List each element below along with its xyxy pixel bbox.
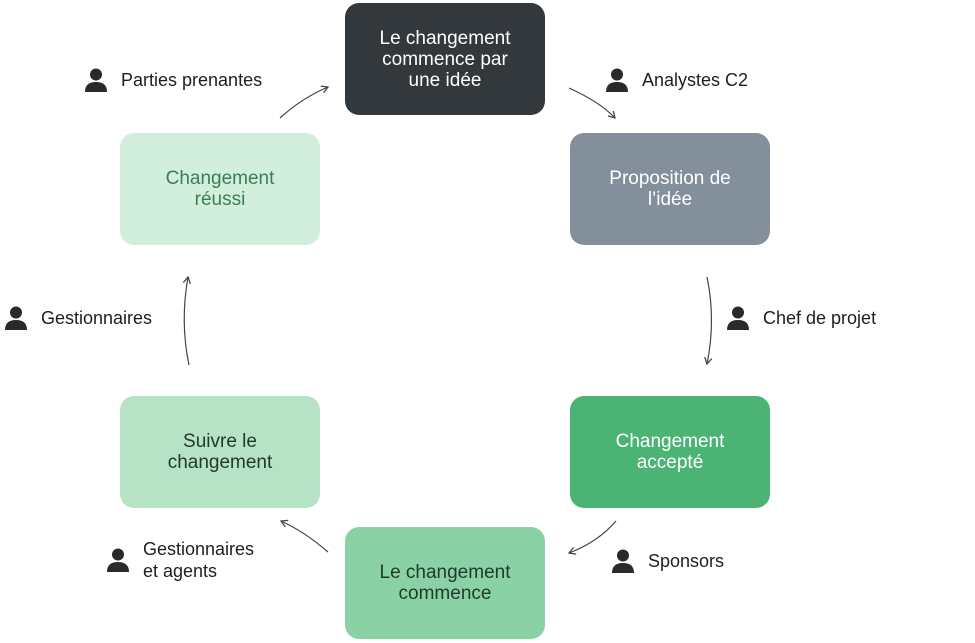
role-managers-label: Gestionnaires bbox=[41, 308, 153, 328]
person-icon bbox=[85, 68, 107, 92]
node-proposal-line-1: Proposition de bbox=[609, 168, 731, 189]
node-idea-line-3: une idée bbox=[408, 69, 482, 91]
person-icon bbox=[727, 306, 749, 330]
role-managers-agents-line-1: Gestionnaires bbox=[143, 539, 255, 559]
node-success-line-1: Changement bbox=[165, 168, 275, 189]
role-sponsors-label: Sponsors bbox=[648, 551, 725, 571]
node-proposal-line-2: l’idée bbox=[647, 189, 693, 210]
role-analysts-label: Analystes C2 bbox=[642, 70, 749, 90]
node-starts-line-2: commence bbox=[398, 583, 492, 604]
person-icon bbox=[107, 548, 129, 572]
person-icon bbox=[5, 306, 27, 330]
arrow-success-to-idea bbox=[279, 85, 330, 119]
node-accepted-line-1: Changement bbox=[615, 431, 725, 452]
role-analysts: Analystes C2 bbox=[606, 68, 748, 92]
arrow-follow-to-success bbox=[182, 275, 192, 366]
node-starts-line-1: Le changement bbox=[379, 562, 511, 583]
arrow-accepted-to-starts bbox=[567, 520, 617, 555]
person-icon bbox=[606, 68, 628, 92]
role-project-lead-label: Chef de projet bbox=[763, 308, 877, 328]
arrow-starts-to-follow bbox=[279, 519, 329, 553]
arrow-proposal-to-accepted bbox=[704, 276, 713, 366]
role-project-lead: Chef de projet bbox=[727, 306, 876, 330]
role-stakeholders: Parties prenantes bbox=[85, 68, 262, 92]
person-icon bbox=[612, 549, 634, 573]
node-follow-line-1: Suivre le bbox=[183, 431, 257, 452]
node-success-line-2: réussi bbox=[194, 189, 246, 210]
node-accepted-line-2: accepté bbox=[636, 452, 704, 473]
node-idea-line-2: commence par bbox=[382, 48, 508, 70]
arrow-idea-to-proposal bbox=[568, 87, 616, 119]
node-follow-line-2: changement bbox=[167, 452, 273, 473]
role-sponsors: Sponsors bbox=[612, 549, 724, 573]
role-stakeholders-label: Parties prenantes bbox=[121, 70, 263, 90]
node-idea-line-1: Le changement bbox=[379, 27, 511, 49]
role-managers: Gestionnaires bbox=[5, 306, 152, 330]
role-managers-agents-line-2: et agents bbox=[143, 561, 218, 581]
